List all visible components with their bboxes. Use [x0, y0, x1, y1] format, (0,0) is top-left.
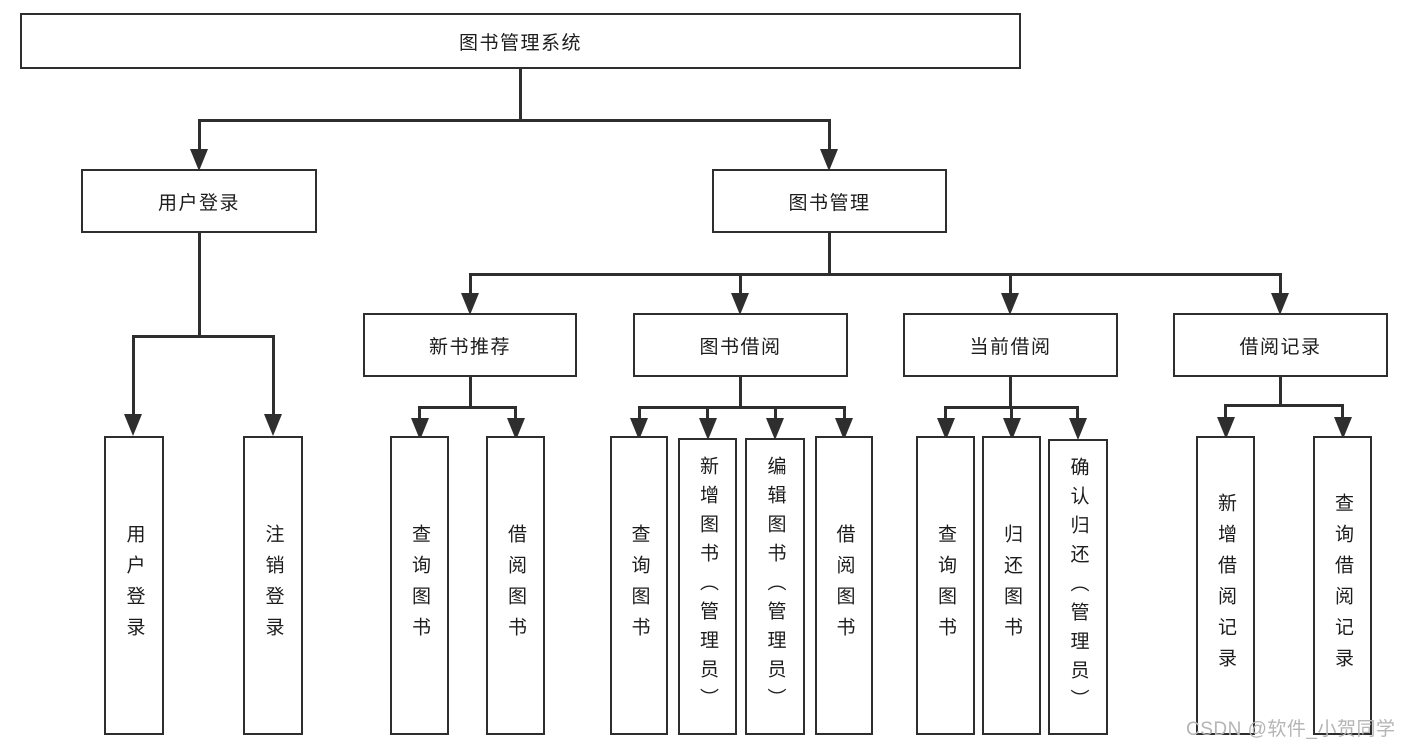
node-new-book-recommend-label: 新书推荐: [428, 336, 511, 358]
leaf-recommend-query-books-label: 查询图书: [409, 523, 430, 648]
leaf-logout-login-label: 注销登录: [262, 523, 284, 648]
connector-user-login-drop-1: [131, 335, 135, 415]
leaf-borrow-borrow-books: 借阅图书: [815, 436, 873, 735]
arrow-down-icon: [835, 418, 853, 440]
connector-current-borrow-drop-2: [1010, 406, 1013, 422]
connector-new-book-hline: [418, 406, 517, 409]
csdn-watermark: CSDN @软件_小贺同学: [1186, 719, 1396, 740]
connector-current-borrow-stem: [1008, 377, 1012, 409]
leaf-borrow-query-books: 查询图书: [610, 436, 668, 735]
node-current-borrow: 当前借阅: [903, 313, 1118, 377]
connector-level3-drop-4: [1278, 273, 1282, 295]
connector-book-borrow-drop-3: [773, 406, 777, 422]
arrow-down-icon: [731, 293, 749, 315]
connector-new-book-drop-2: [514, 406, 517, 422]
connector-book-borrow-stem: [738, 377, 742, 409]
connector-level2-right-drop: [827, 119, 831, 151]
leaf-user-login-label: 用户登录: [123, 523, 145, 648]
connector-level3-hline: [468, 273, 1282, 276]
leaf-logout-login: 注销登录: [243, 436, 303, 735]
connector-borrow-records-drop-2: [1341, 404, 1344, 420]
leaf-recommend-borrow-books-label: 借阅图书: [505, 523, 526, 648]
arrow-down-icon: [461, 293, 479, 315]
arrow-down-icon: [1068, 418, 1087, 440]
arrow-down-icon: [124, 414, 142, 436]
arrow-down-icon: [506, 418, 525, 440]
node-new-book-recommend: 新书推荐: [363, 313, 577, 377]
leaf-current-return-books: 归还图书: [982, 436, 1041, 735]
connector-book-borrow-hline: [637, 406, 846, 409]
leaf-records-query-record: 查询借阅记录: [1313, 436, 1372, 735]
leaf-records-add-record: 新增借阅记录: [1196, 436, 1255, 735]
leaf-current-confirm-return-admin: 确认归还（管理员）: [1048, 439, 1108, 735]
node-current-borrow-label: 当前借阅: [969, 336, 1052, 358]
leaf-user-login: 用户登录: [104, 436, 164, 735]
connector-borrow-records-drop-1: [1224, 404, 1227, 420]
node-book-borrow-label: 图书借阅: [699, 336, 782, 358]
arrow-down-icon: [410, 418, 429, 440]
connector-level3-drop-1: [468, 273, 472, 295]
connector-level2-hline: [197, 119, 831, 122]
node-user-login-label: 用户登录: [157, 192, 240, 214]
arrow-down-icon: [1216, 417, 1235, 439]
arrow-down-icon: [1271, 293, 1289, 315]
connector-level3-drop-3: [1008, 273, 1012, 295]
connector-level2-left-drop: [197, 119, 201, 151]
connector-level3-drop-2: [738, 273, 742, 295]
connector-borrow-records-stem: [1278, 377, 1282, 407]
node-book-borrow: 图书借阅: [633, 313, 848, 377]
leaf-borrow-edit-books-admin-label: 编辑图书（管理员）: [764, 456, 786, 717]
connector-book-borrow-drop-4: [842, 406, 846, 422]
connector-book-mgmt-stem: [827, 233, 831, 276]
arrow-down-icon: [698, 418, 717, 440]
leaf-recommend-query-books: 查询图书: [390, 436, 449, 735]
leaf-borrow-add-books-admin-label: 新增图书（管理员）: [697, 456, 718, 717]
arrow-down-icon: [630, 418, 648, 440]
connector-user-login-stem: [197, 233, 201, 338]
leaf-borrow-add-books-admin: 新增图书（管理员）: [678, 438, 737, 735]
node-borrow-records-label: 借阅记录: [1239, 336, 1322, 358]
node-book-management-label: 图书管理: [788, 192, 871, 214]
leaf-current-return-books-label: 归还图书: [1001, 523, 1022, 648]
leaf-records-query-record-label: 查询借阅记录: [1332, 492, 1353, 679]
connector-new-book-stem: [468, 377, 472, 409]
leaf-current-query-books-label: 查询图书: [935, 523, 956, 648]
connector-root-stem: [518, 69, 522, 119]
arrow-down-icon: [1002, 418, 1021, 440]
leaf-current-confirm-return-admin-label: 确认归还（管理员）: [1067, 456, 1089, 718]
leaf-recommend-borrow-books: 借阅图书: [486, 436, 545, 735]
leaf-records-add-record-label: 新增借阅记录: [1215, 492, 1236, 679]
node-user-login: 用户登录: [81, 169, 317, 233]
connector-book-borrow-drop-1: [637, 406, 641, 422]
arrow-down-icon: [766, 418, 784, 440]
leaf-borrow-query-books-label: 查询图书: [628, 523, 650, 648]
connector-book-borrow-drop-2: [706, 406, 709, 422]
connector-current-borrow-drop-3: [1076, 406, 1079, 422]
node-book-management: 图书管理: [712, 169, 947, 233]
leaf-borrow-borrow-books-label: 借阅图书: [833, 523, 855, 648]
node-borrow-records: 借阅记录: [1173, 313, 1388, 377]
connector-new-book-drop-1: [418, 406, 421, 422]
connector-user-login-drop-2: [271, 335, 275, 415]
node-root: 图书管理系统: [20, 13, 1021, 69]
arrow-down-icon: [936, 418, 955, 440]
node-root-label: 图书管理系统: [458, 32, 582, 54]
arrow-down-icon: [264, 414, 282, 436]
arrow-down-icon: [190, 149, 208, 171]
arrow-down-icon: [1001, 293, 1019, 315]
leaf-current-query-books: 查询图书: [916, 436, 975, 735]
connector-current-borrow-drop-1: [944, 406, 947, 422]
leaf-borrow-edit-books-admin: 编辑图书（管理员）: [745, 438, 805, 735]
arrow-down-icon: [820, 149, 838, 171]
arrow-down-icon: [1333, 417, 1352, 439]
connector-borrow-records-hline: [1224, 404, 1344, 407]
connector-user-login-hline: [131, 335, 275, 338]
